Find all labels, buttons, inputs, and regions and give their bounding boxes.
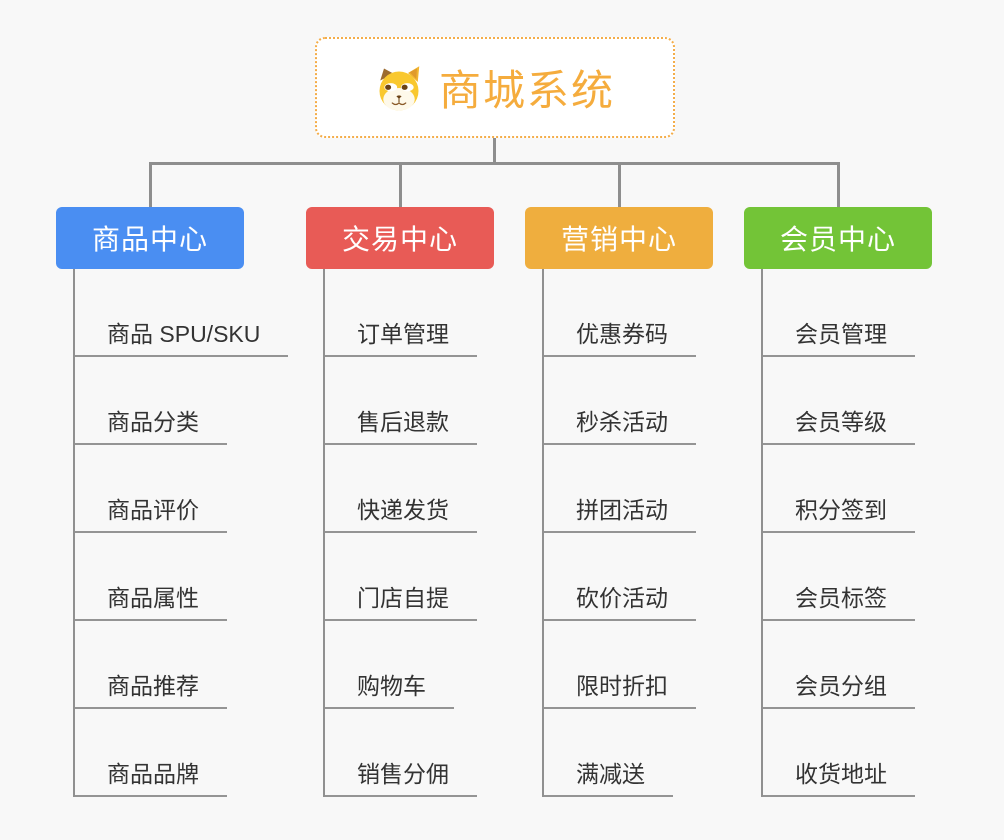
branch-item-list: 订单管理 售后退款 快递发货 门店自提 购物车 销售分佣	[323, 269, 477, 797]
mindmap-leaf-item[interactable]: 订单管理	[325, 269, 477, 357]
connector-drop-trade	[399, 162, 402, 207]
mindmap-leaf-item[interactable]: 售后退款	[325, 357, 477, 445]
mindmap-leaf-item[interactable]: 秒杀活动	[544, 357, 696, 445]
mindmap-leaf-item[interactable]: 商品分类	[75, 357, 227, 445]
root-node-mall-system[interactable]: 商城系统	[315, 37, 675, 138]
mindmap-leaf-item[interactable]: 砍价活动	[544, 533, 696, 621]
connector-drop-product	[149, 162, 152, 207]
mindmap-leaf-item[interactable]: 商品属性	[75, 533, 227, 621]
mindmap-leaf-item[interactable]: 拼团活动	[544, 445, 696, 533]
mindmap-leaf-item[interactable]: 商品评价	[75, 445, 227, 533]
mindmap-leaf-item[interactable]: 销售分佣	[325, 709, 477, 797]
mindmap-leaf-item[interactable]: 积分签到	[763, 445, 915, 533]
branch-label: 营销中心	[560, 224, 677, 255]
branch-item-list: 会员管理 会员等级 积分签到 会员标签 会员分组 收货地址	[761, 269, 915, 797]
connector-root-stem	[493, 138, 496, 162]
mindmap-leaf-item[interactable]: 会员管理	[763, 269, 915, 357]
mindmap-leaf-item[interactable]: 购物车	[325, 621, 454, 709]
connector-drop-marketing	[618, 162, 621, 207]
branch-box-member-center[interactable]: 会员中心	[744, 207, 932, 269]
mindmap-leaf-item[interactable]: 会员分组	[763, 621, 915, 709]
branch-label: 会员中心	[779, 224, 896, 255]
mindmap-leaf-item[interactable]: 商品 SPU/SKU	[75, 269, 289, 357]
branch-box-marketing-center[interactable]: 营销中心	[525, 207, 713, 269]
mindmap-leaf-item[interactable]: 商品品牌	[75, 709, 227, 797]
branch-item-list: 商品 SPU/SKU 商品分类 商品评价 商品属性 商品推荐 商品品牌	[73, 269, 289, 797]
mindmap-leaf-item[interactable]: 会员标签	[763, 533, 915, 621]
mindmap-leaf-item[interactable]: 限时折扣	[544, 621, 696, 709]
mindmap-leaf-item[interactable]: 会员等级	[763, 357, 915, 445]
branch-label: 商品中心	[91, 224, 208, 255]
branch-box-trade-center[interactable]: 交易中心	[306, 207, 494, 269]
branch-box-product-center[interactable]: 商品中心	[56, 207, 244, 269]
mindmap-leaf-item[interactable]: 商品推荐	[75, 621, 227, 709]
mindmap-leaf-item[interactable]: 收货地址	[763, 709, 915, 797]
mindmap-leaf-item[interactable]: 优惠券码	[544, 269, 696, 357]
mindmap-leaf-item[interactable]: 满减送	[544, 709, 673, 797]
root-title: 商城系统	[438, 67, 615, 114]
mindmap-leaf-item[interactable]: 门店自提	[325, 533, 477, 621]
connector-drop-member	[837, 162, 840, 207]
mindmap-leaf-item[interactable]: 快递发货	[325, 445, 477, 533]
branch-item-list: 优惠券码 秒杀活动 拼团活动 砍价活动 限时折扣 满减送	[542, 269, 696, 797]
branch-label: 交易中心	[341, 224, 458, 255]
connector-horizontal	[149, 162, 840, 165]
shiba-dog-icon	[375, 64, 423, 112]
